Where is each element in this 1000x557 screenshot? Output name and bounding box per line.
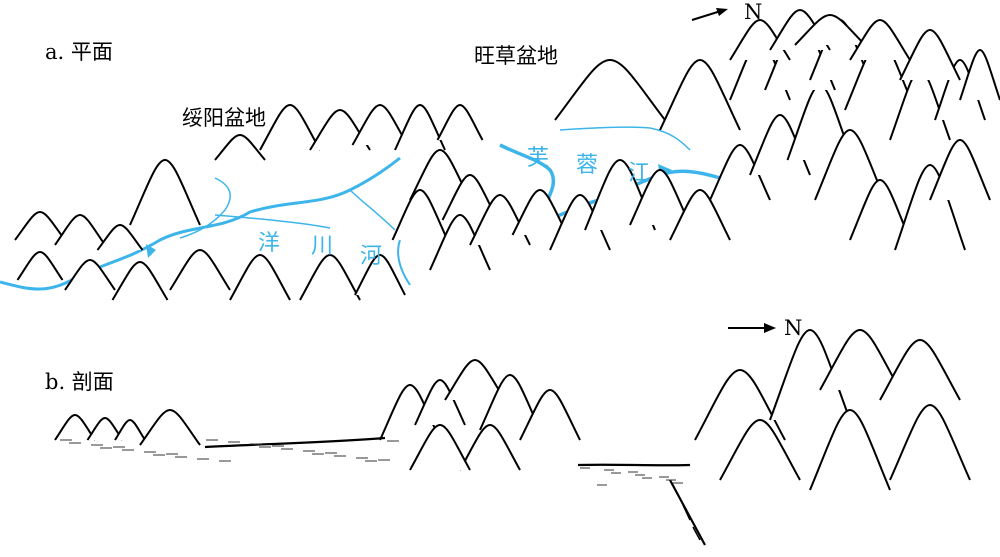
mountain-peak xyxy=(114,419,146,441)
river-path xyxy=(559,126,691,151)
river-path xyxy=(214,214,331,229)
mountain-peak xyxy=(959,49,1000,101)
mountain-peak xyxy=(111,261,169,301)
mountain-peak xyxy=(894,164,966,251)
mountain-peak xyxy=(659,59,741,131)
mountain-peak xyxy=(229,254,291,301)
mountain-peak xyxy=(519,389,581,441)
mountain-peak xyxy=(214,134,266,161)
furong-river-char-2: 蓉 xyxy=(576,153,599,178)
mountain-peak xyxy=(409,424,471,471)
fault-line xyxy=(669,479,706,546)
wangcao-basin-label: 旺草盆地 xyxy=(474,44,558,68)
yangchuan-river-char-2: 川 xyxy=(311,234,334,259)
furong-river-char-3: 江 xyxy=(628,161,651,186)
mountain-peak xyxy=(391,189,449,241)
mountain-peak xyxy=(929,139,991,201)
mountain-peak xyxy=(16,251,64,281)
mountain-peak xyxy=(794,14,866,46)
mountain-peak xyxy=(259,104,321,151)
mountain-peak xyxy=(554,59,666,121)
mountain-peak xyxy=(139,409,201,446)
mountain-peak xyxy=(879,339,961,401)
furong-river-char-1: 芙 xyxy=(527,146,550,171)
mountain-peak xyxy=(436,104,484,141)
mountain-peak xyxy=(129,159,201,226)
mountain-peak xyxy=(899,29,961,81)
mountain-peak xyxy=(511,189,569,236)
river-path xyxy=(349,189,396,231)
mountain-peak xyxy=(809,409,891,491)
plan-label: a. 平面 xyxy=(45,40,113,64)
river-flow-arrow xyxy=(146,244,156,258)
yangchuan-river-char-1: 洋 xyxy=(258,231,281,256)
mountain-peak xyxy=(719,419,801,481)
mountain-peak xyxy=(96,224,144,251)
mountain-peak xyxy=(629,169,691,226)
north-label-section: N xyxy=(784,316,803,340)
north-arrow-section xyxy=(728,323,776,333)
yangchuan-river-char-3: 河 xyxy=(360,244,383,269)
mountain-peak xyxy=(409,149,471,201)
mountain-peak xyxy=(354,254,406,296)
mountain-peak xyxy=(444,359,506,401)
river-path xyxy=(397,239,411,286)
mountain-peak xyxy=(299,254,361,301)
section-label: b. 剖面 xyxy=(45,370,114,394)
mountain-peak xyxy=(64,259,116,291)
basin-floor-line xyxy=(577,463,691,467)
mountain-peak xyxy=(414,379,466,426)
river-path xyxy=(179,177,231,239)
mountain-peak xyxy=(459,424,521,471)
mountain-peak xyxy=(54,214,106,246)
mountain-peak xyxy=(849,19,911,61)
mountain-peak xyxy=(86,417,124,441)
mountain-peak xyxy=(889,404,971,481)
mountain-peak xyxy=(819,329,901,391)
mountain-peak xyxy=(54,414,96,441)
mountain-peak xyxy=(849,179,911,241)
mountain-peak xyxy=(169,249,231,291)
north-arrow-plan xyxy=(691,8,728,21)
fault-motion-arrows xyxy=(682,504,701,541)
mountain-peak xyxy=(814,129,886,201)
mountain-peak xyxy=(479,374,541,431)
mountain-peak xyxy=(394,104,446,151)
north-label-plan: N xyxy=(744,0,763,24)
mountain-peak xyxy=(14,211,66,241)
mountain-peak xyxy=(669,189,731,241)
cross-section xyxy=(54,329,971,546)
suiyang-basin-label: 绥阳盆地 xyxy=(182,106,266,130)
mountain-peak xyxy=(351,104,409,146)
basin-floor-line xyxy=(204,436,386,449)
mountains xyxy=(14,9,1000,301)
mountain-peak xyxy=(441,174,499,221)
